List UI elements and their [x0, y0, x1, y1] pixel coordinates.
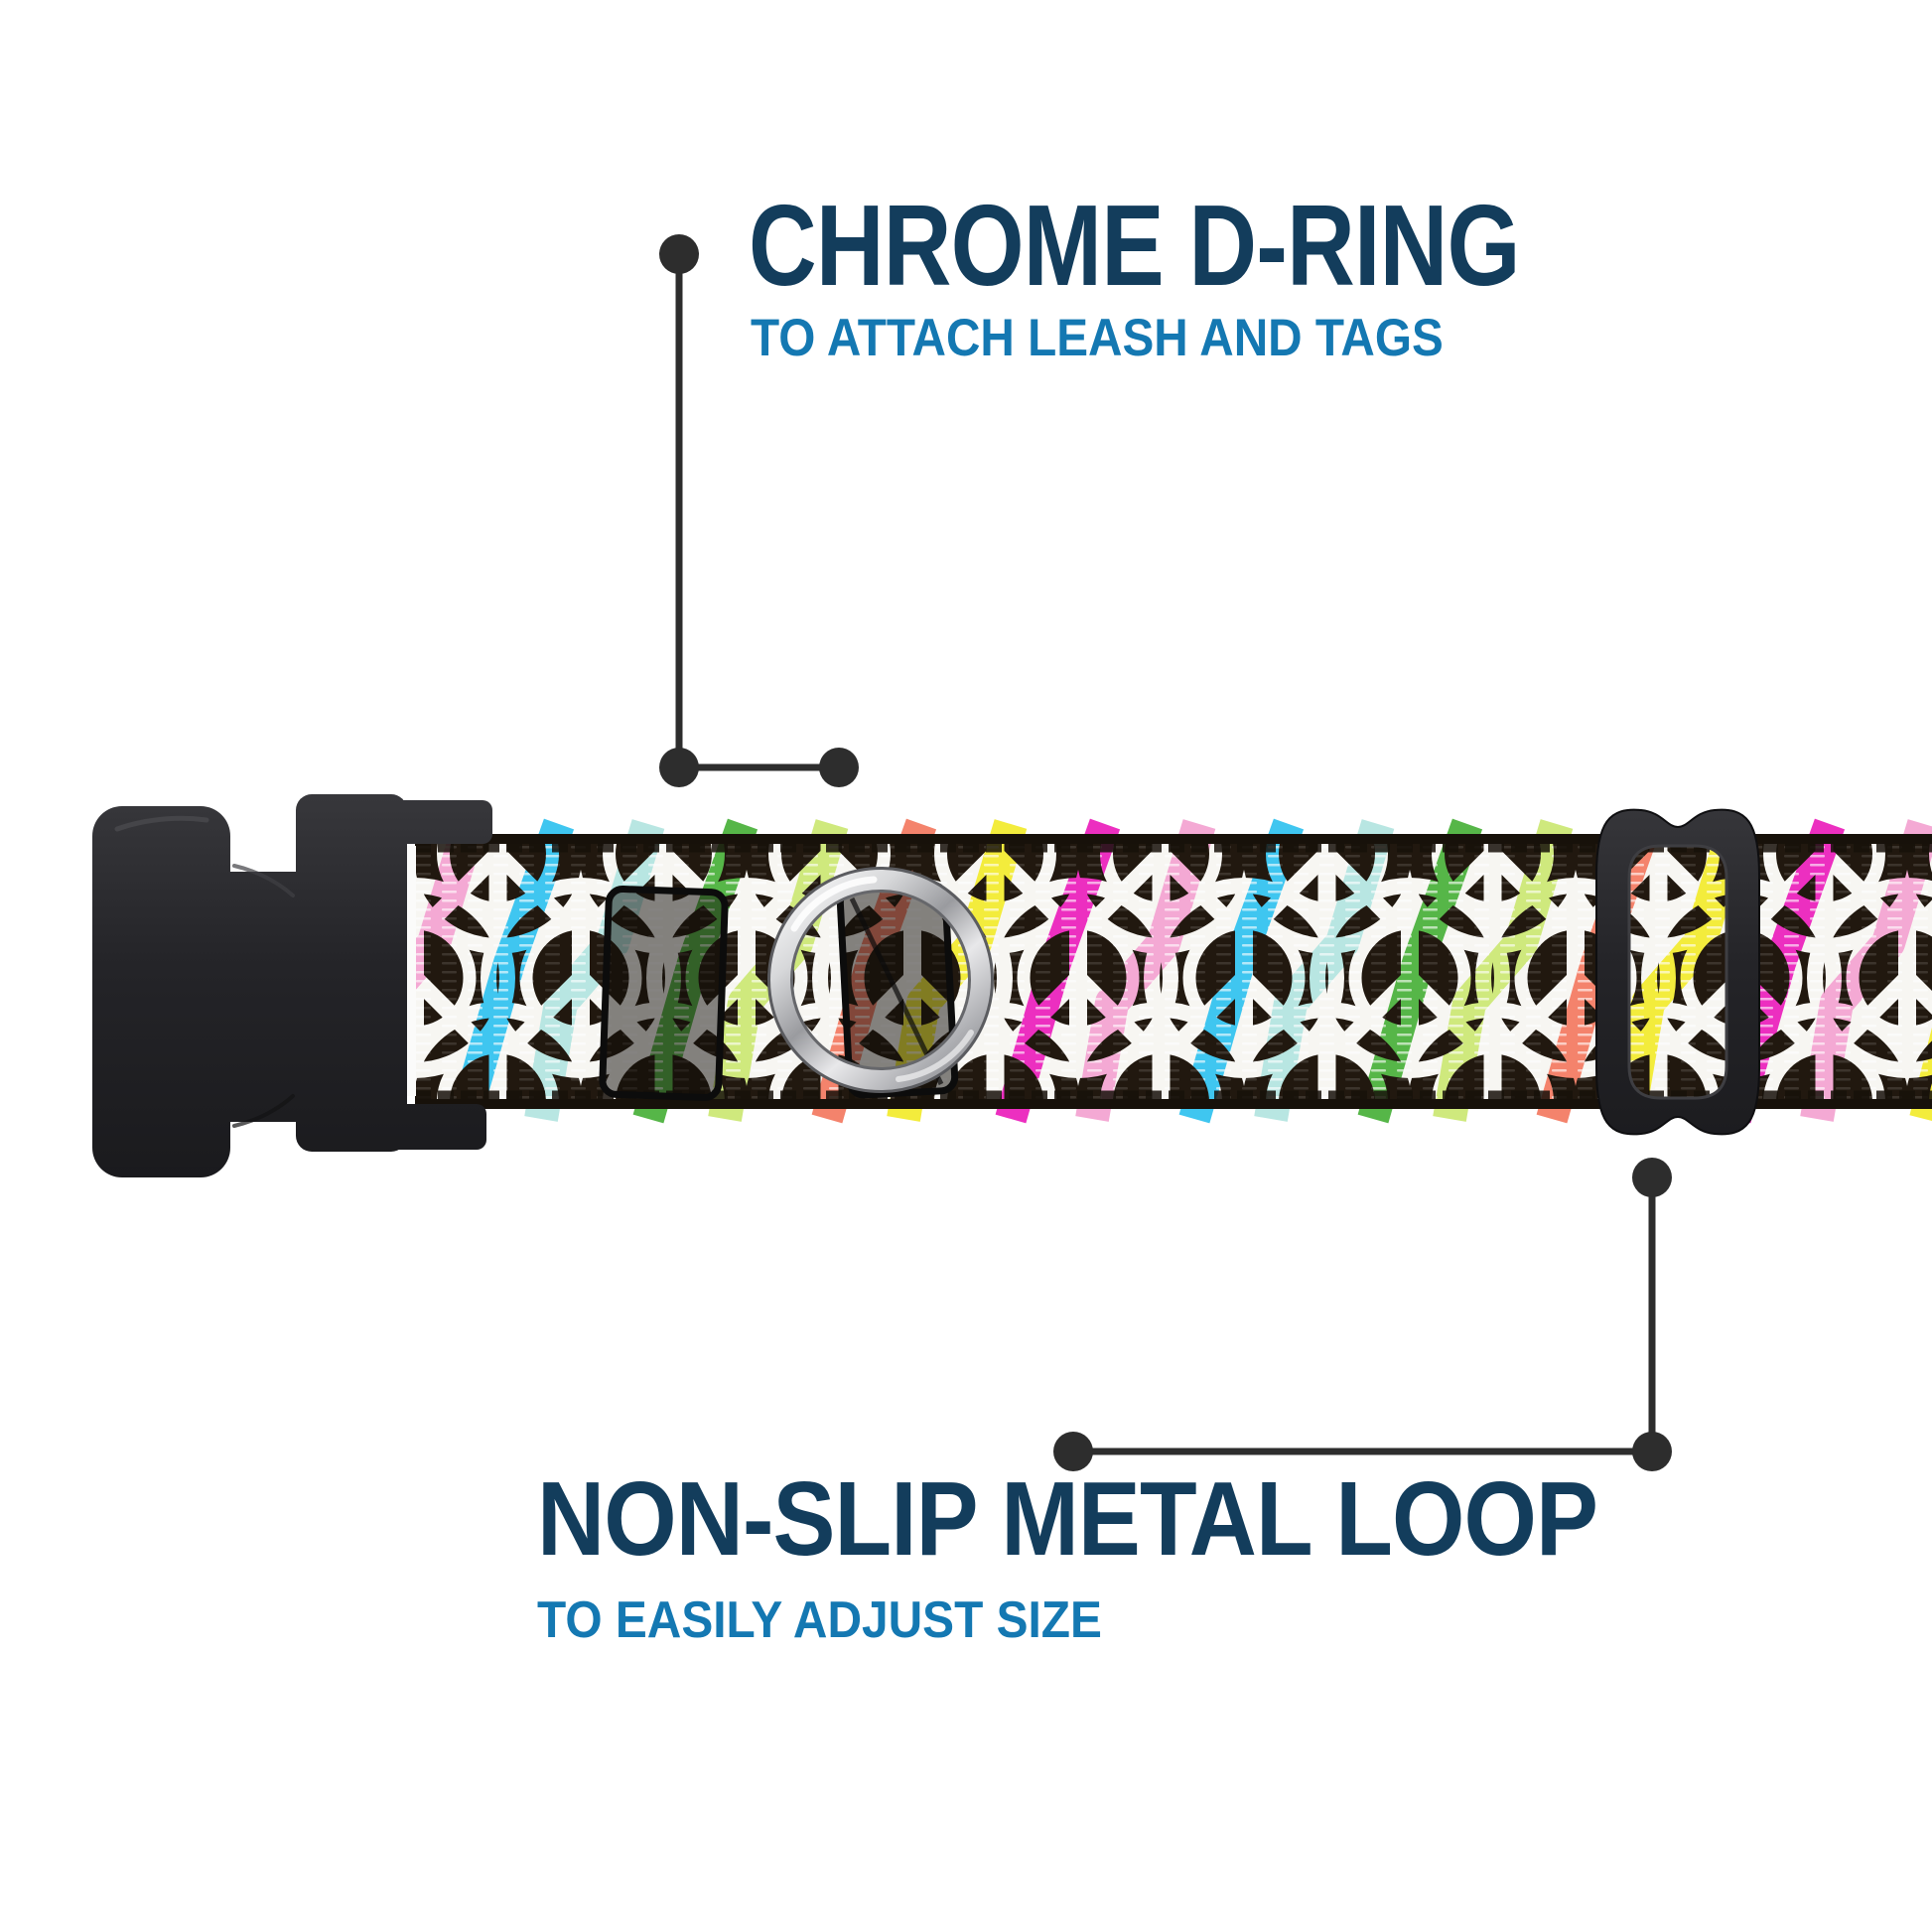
chrome-d-ring: [767, 867, 994, 1093]
callout-top-dot-label: [659, 234, 699, 274]
buckle-bottom-flange: [328, 1104, 486, 1150]
callout-bottom-dot-label: [1053, 1432, 1093, 1471]
callout-bottom: [1053, 1158, 1672, 1471]
buckle: [92, 794, 492, 1177]
buckle-end-cap: [92, 806, 230, 1177]
buckle-top-flange: [328, 800, 492, 844]
metal-loop-title: NON-SLIP METAL LOOP: [537, 1460, 1598, 1578]
callout-bottom-dot-corner: [1632, 1432, 1672, 1471]
webbing-strap: [345, 818, 1932, 1124]
webbing-fold: [599, 881, 959, 1102]
metal-loop-subtitle: TO EASILY ADJUST SIZE: [537, 1591, 1102, 1649]
callout-top: [659, 234, 859, 787]
chrome-d-ring-title: CHROME D-RING: [749, 181, 1521, 310]
chrome-d-ring-subtitle: TO ATTACH LEASH AND TAGS: [751, 309, 1444, 367]
buckle-body: [296, 794, 407, 1152]
slider: [1595, 808, 1760, 1136]
callout-bottom-dot-target: [1632, 1158, 1672, 1197]
callout-top-dot-target: [819, 748, 859, 787]
slider-inner-rim: [1627, 844, 1728, 1100]
callout-top-dot-corner: [659, 748, 699, 787]
